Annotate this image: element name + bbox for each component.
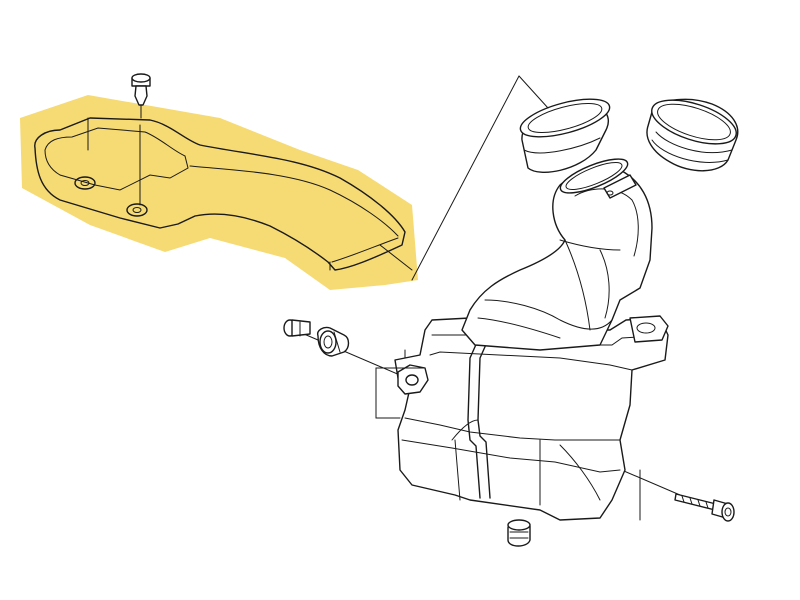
air-inlet-tube[interactable] [461,152,653,351]
rubber-boot-ring[interactable] [646,91,742,172]
air-cleaner-housing[interactable] [375,315,669,521]
inlet-tube-seal-ring[interactable] [517,92,614,174]
housing-mount-bolt[interactable] [283,319,311,337]
lower-grommet[interactable] [507,519,531,547]
duct-highlight [20,95,418,290]
air-intake-duct[interactable] [20,95,418,290]
housing-grommet[interactable] [317,326,350,357]
duct-push-clip[interactable] [131,73,151,119]
side-mount-bolt[interactable] [674,493,735,522]
